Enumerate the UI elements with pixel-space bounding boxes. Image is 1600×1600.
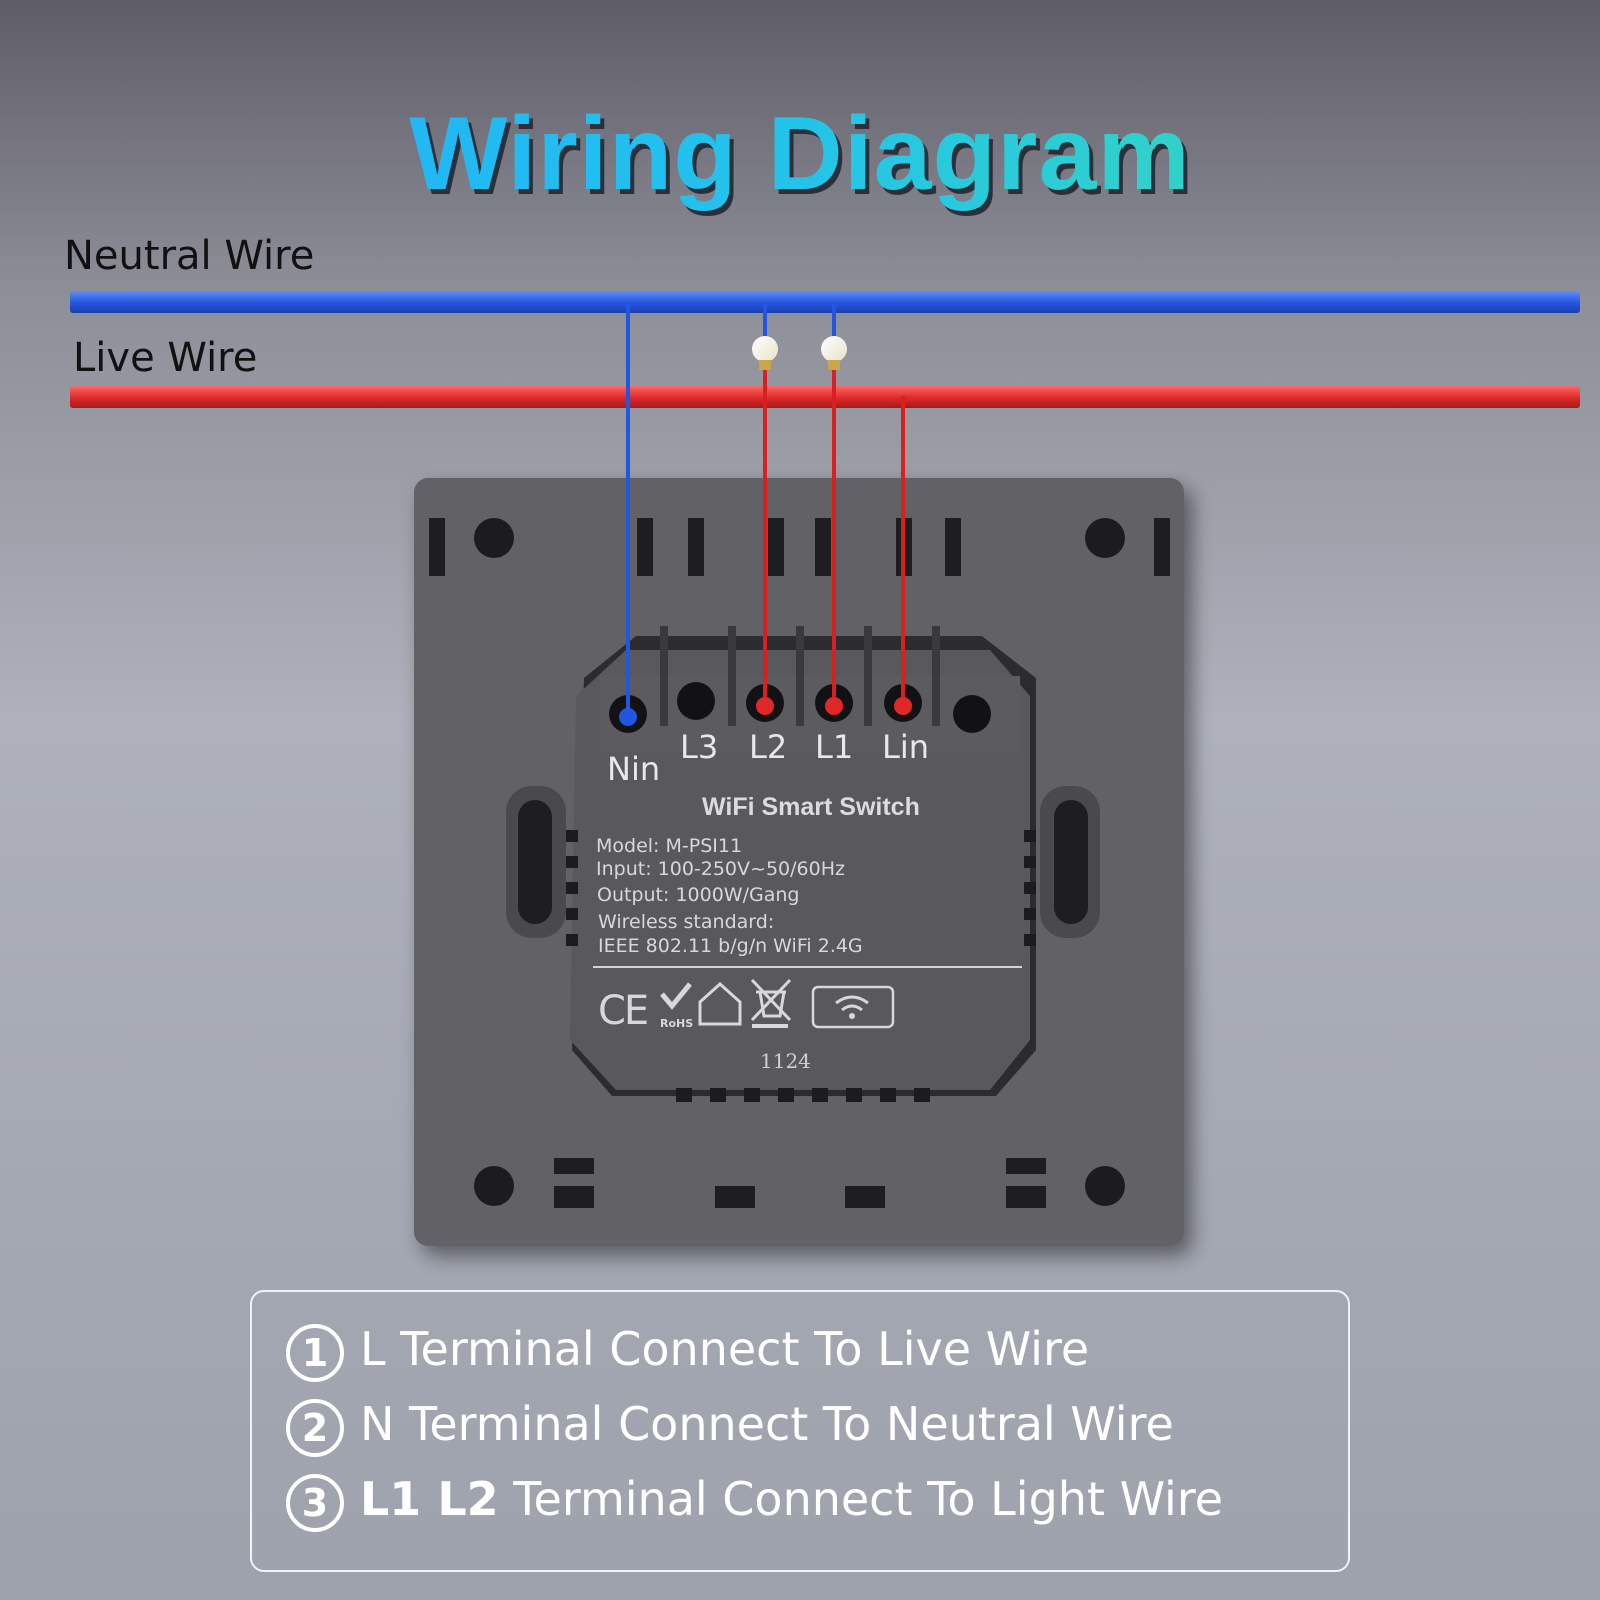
- live-wire: [70, 386, 1580, 408]
- connection-wires: [619, 302, 912, 726]
- rohs-check-icon: [660, 982, 692, 1010]
- screw-hole-icon: [474, 518, 514, 558]
- instruction-text: Terminal Connect To Live Wire: [385, 1322, 1090, 1376]
- instruction-text: Terminal Connect To Light Wire: [498, 1472, 1224, 1526]
- spec-wireless-value: IEEE 802.11 b/g/n WiFi 2.4G: [598, 935, 863, 957]
- module-title: WiFi Smart Switch: [702, 793, 920, 821]
- step-number: 2: [286, 1398, 344, 1457]
- neutral-wire: [70, 291, 1580, 313]
- terminal-label-l2: L2: [749, 728, 788, 766]
- spec-model: Model: M-PSI11: [596, 835, 743, 857]
- batch-number: 1124: [760, 1049, 811, 1073]
- wifi-icon: [811, 985, 895, 1029]
- page-title: Wiring Diagram: [0, 95, 1600, 214]
- house-icon: [698, 981, 742, 1026]
- instruction-text: Terminal Connect To Neutral Wire: [394, 1397, 1174, 1451]
- terminal-label-l1: L1: [815, 728, 854, 766]
- screw-hole-icon: [1085, 1166, 1125, 1206]
- step-number: 1: [286, 1323, 344, 1382]
- weee-bin-icon: [750, 978, 792, 1028]
- screw-hole-icon: [474, 1166, 514, 1206]
- neutral-wire-label: Neutral Wire: [64, 233, 315, 279]
- spec-output: Output: 1000W/Gang: [597, 884, 800, 906]
- light-bulb-icon: [752, 336, 778, 370]
- spec-wireless-label: Wireless standard:: [598, 911, 775, 933]
- instruction-lead: L1 L2: [360, 1472, 499, 1526]
- spec-input: Input: 100-250V~50/60Hz: [596, 858, 845, 880]
- instruction-item: 3 L1 L2 Terminal Connect To Light Wire: [286, 1472, 1223, 1532]
- instruction-lead: N: [360, 1397, 395, 1451]
- rohs-label: RoHS: [660, 1017, 694, 1030]
- wifi-module: [566, 626, 1036, 1102]
- step-number: 3: [286, 1473, 344, 1532]
- ce-mark-icon: CE: [598, 988, 649, 1034]
- live-wire-label: Live Wire: [73, 335, 258, 381]
- terminal-label-l3: L3: [680, 728, 719, 766]
- screw-hole-icon: [1085, 518, 1125, 558]
- light-bulb-icon: [821, 336, 847, 370]
- terminal-label-nin: Nin: [607, 750, 661, 788]
- terminal-label-lin: Lin: [882, 728, 929, 766]
- instruction-lead: L: [360, 1322, 386, 1376]
